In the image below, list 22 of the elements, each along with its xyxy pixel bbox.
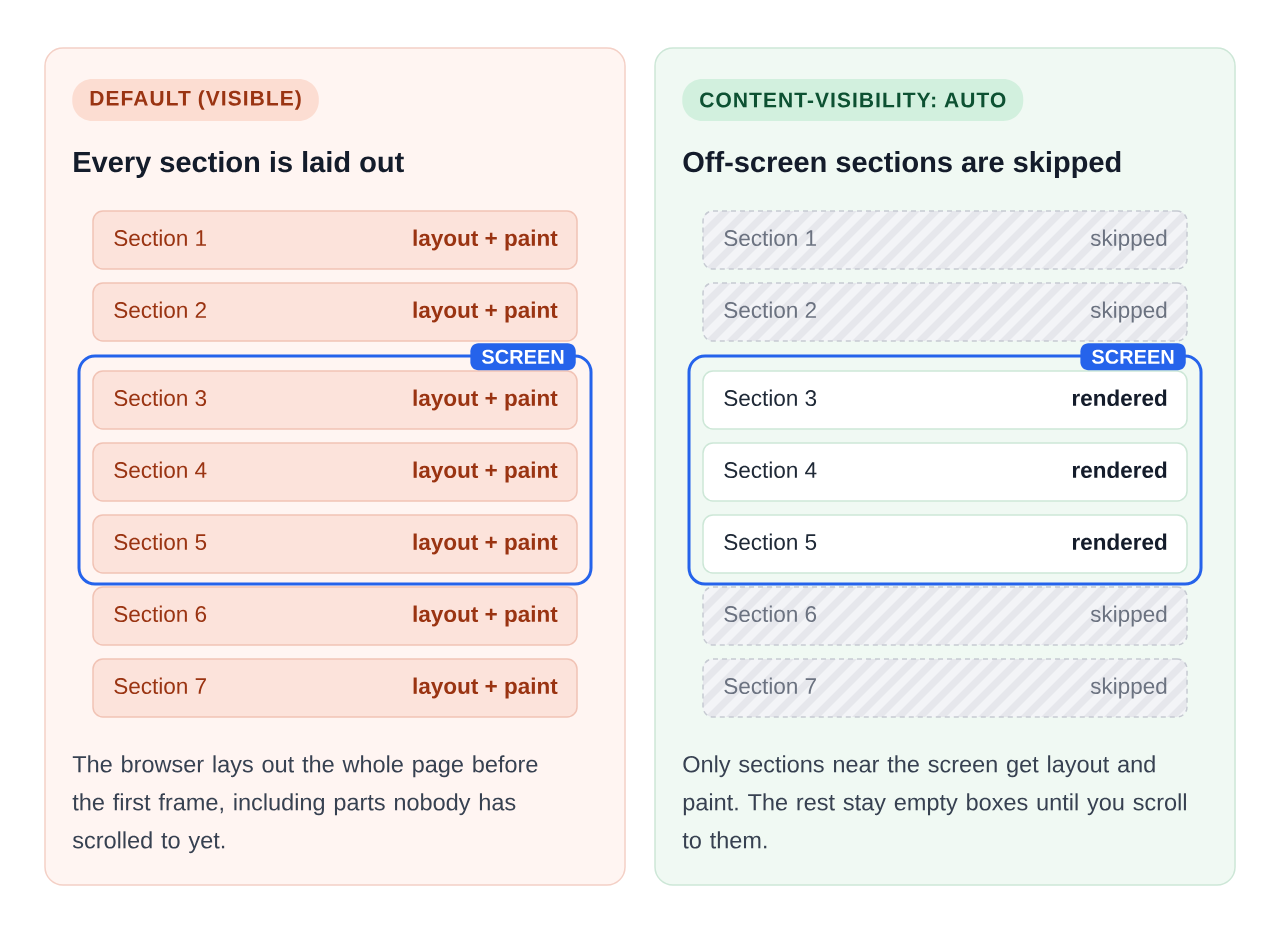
badge: DEFAULT (VISIBLE) xyxy=(72,79,319,121)
section-row: Section 2 layout + paint xyxy=(92,282,578,342)
screen-tag: SCREEN xyxy=(1080,343,1186,371)
heading: Off-screen sections are skipped xyxy=(683,151,1121,178)
section-row: Section 6 skipped xyxy=(702,586,1188,646)
description: Only sections near the screen get layout and paint. The rest stay empty boxes until you scroll to them. xyxy=(682,755,1186,849)
section-row: Section 4 layout + paint xyxy=(92,442,578,502)
screen-tag: SCREEN xyxy=(470,343,576,371)
section-row: Section 7 skipped xyxy=(702,658,1188,718)
section-row: Section 4 rendered xyxy=(702,442,1188,502)
section-row: Section 5 layout + paint xyxy=(92,514,578,574)
section-row: Section 3 rendered xyxy=(702,370,1188,430)
section-row: Section 1 skipped xyxy=(702,210,1188,270)
description: The browser lays out the whole page before the first frame, including parts nobody has scrolled to yet. xyxy=(72,755,538,854)
badge: CONTENT-VISIBILITY: AUTO xyxy=(682,79,1024,121)
section-row: Section 5 rendered xyxy=(702,514,1188,574)
section-row: Section 6 layout + paint xyxy=(92,586,578,646)
section-row: Section 3 layout + paint xyxy=(92,370,578,430)
section-row: Section 2 skipped xyxy=(702,282,1188,342)
section-row: Section 7 layout + paint xyxy=(92,658,578,718)
section-row: Section 1 layout + paint xyxy=(92,210,578,270)
heading: Every section is laid out xyxy=(74,151,404,178)
